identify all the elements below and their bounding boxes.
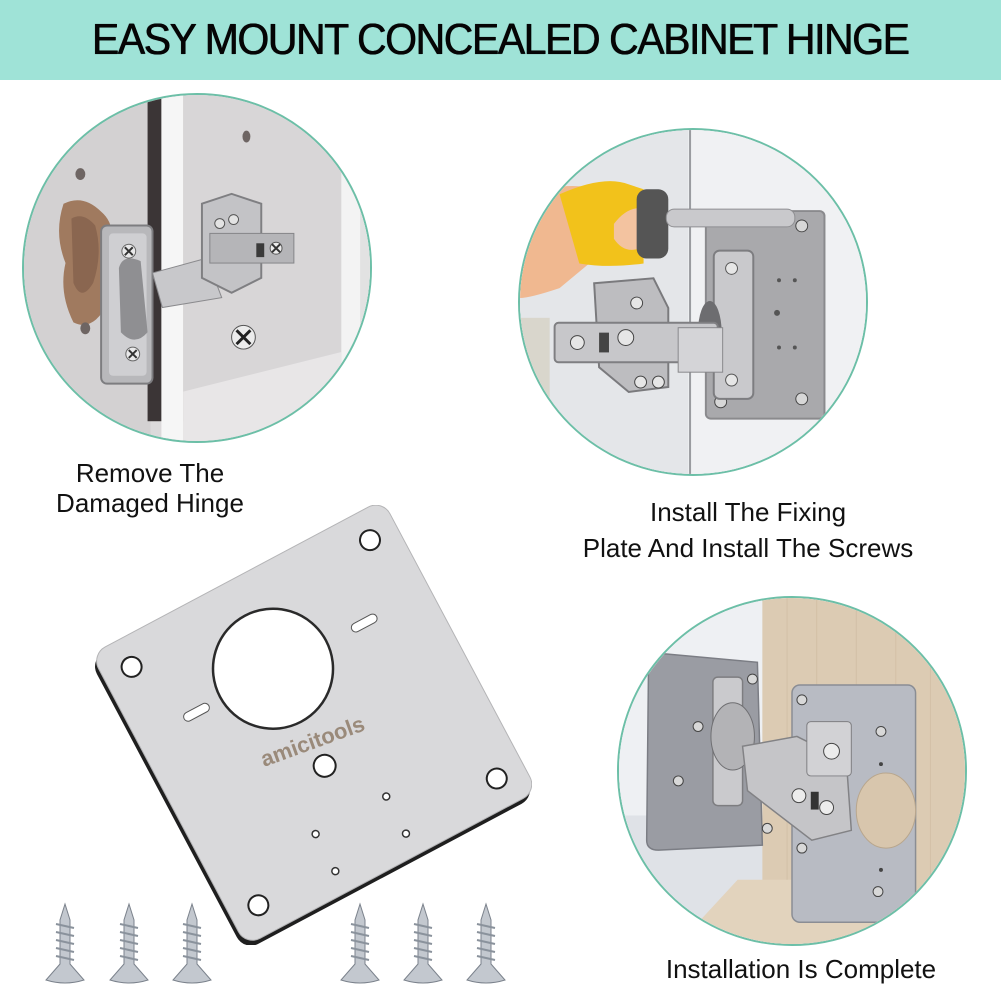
step-caption-complete: Installation Is Complete xyxy=(636,954,966,984)
caption-line: Installation Is Complete xyxy=(665,954,937,984)
caption-line: Damaged Hinge xyxy=(56,488,244,518)
title-banner: EASY MOUNT CONCEALED CABINET HINGE xyxy=(0,0,1001,80)
installed-hinge-photo xyxy=(617,596,967,946)
banner-title: EASY MOUNT CONCEALED CABINET HINGE xyxy=(92,15,910,64)
screw-icon xyxy=(108,902,150,986)
screw-icon xyxy=(171,902,213,986)
damaged-hinge-photo xyxy=(22,93,372,443)
caption-line: Plate And Install The Screws xyxy=(582,533,914,563)
screw-icon xyxy=(465,902,507,986)
screwdriver-installing-plate-photo xyxy=(518,128,868,476)
caption-line: Install The Fixing xyxy=(649,497,847,527)
caption-line: Remove The xyxy=(75,458,225,488)
hinge-repair-plate: amicitools xyxy=(92,505,532,945)
screw-icon xyxy=(44,902,86,986)
screw-icon xyxy=(339,902,381,986)
step-caption-install: Install The Fixing Plate And Install The… xyxy=(548,494,948,566)
screw-icon xyxy=(402,902,444,986)
step-caption-remove: Remove The Damaged Hinge xyxy=(30,458,270,518)
